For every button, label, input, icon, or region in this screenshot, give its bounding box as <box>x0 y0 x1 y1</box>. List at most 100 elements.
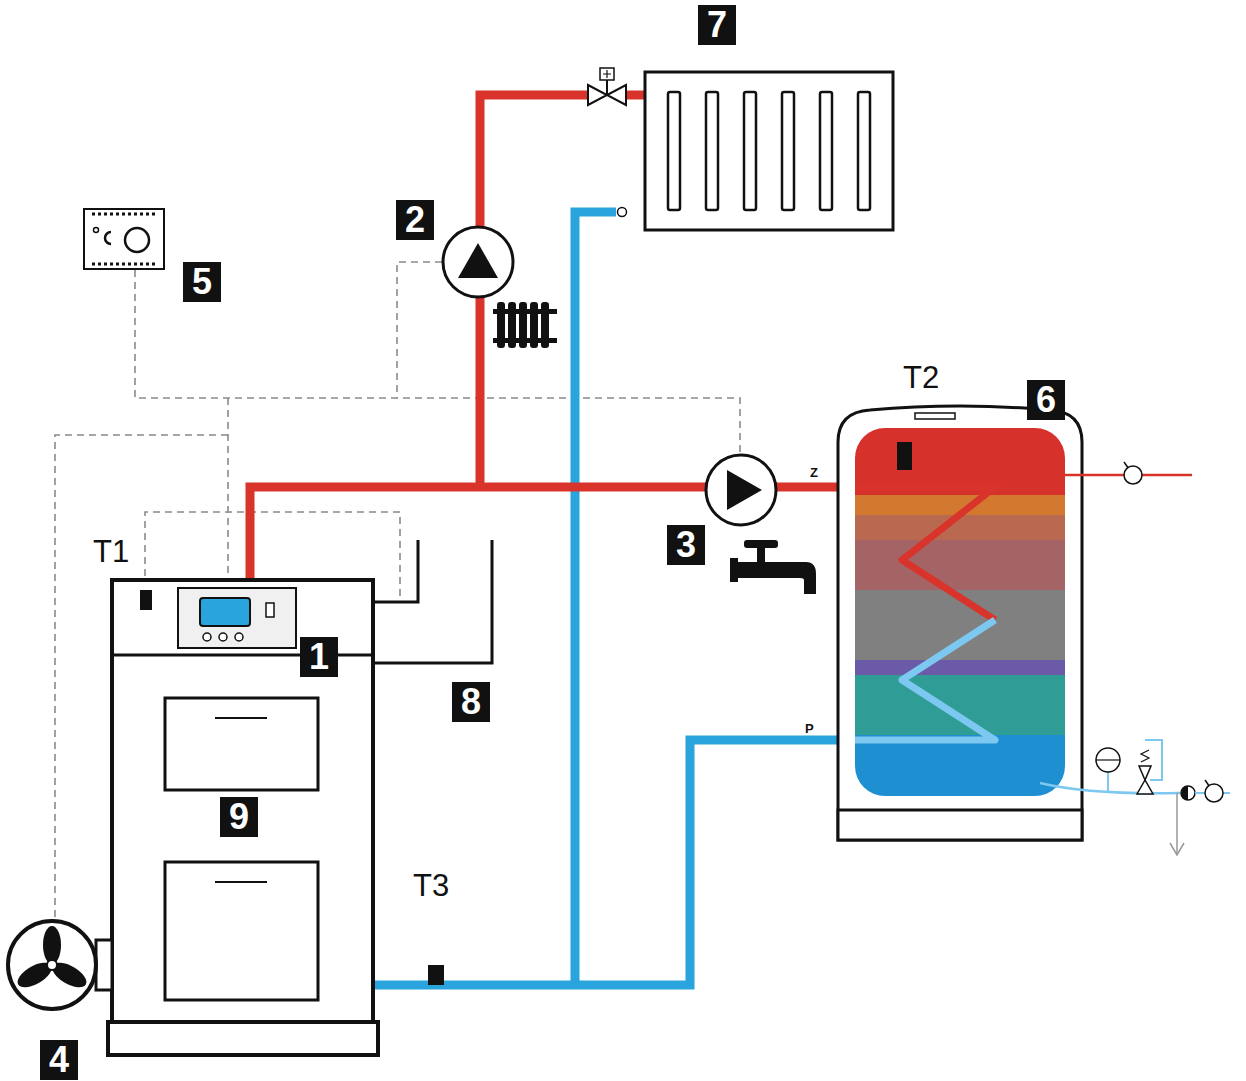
callout-text: 6 <box>1036 382 1056 418</box>
boiler-door <box>165 862 318 1000</box>
callout-number: 5 <box>183 262 221 302</box>
layer <box>855 540 1065 590</box>
callout-text: 1 <box>309 639 329 675</box>
boiler <box>108 580 378 1055</box>
room-thermostat <box>84 209 164 269</box>
coil-cold <box>855 620 995 740</box>
fan-hub <box>47 960 57 970</box>
control-wire <box>397 262 442 398</box>
callout-number: 3 <box>667 525 705 565</box>
degree-mark <box>94 228 99 233</box>
fan-duct <box>96 940 112 990</box>
return-fitting <box>618 208 627 217</box>
flow-pipe <box>476 298 485 487</box>
callout-number: 7 <box>698 5 736 45</box>
radiator-icon <box>493 302 557 348</box>
tap-icon <box>730 540 816 594</box>
cold-water-line <box>1040 783 1180 793</box>
callout-text: 2 <box>405 202 425 238</box>
sensor-label: T2 <box>903 362 939 393</box>
drain-line <box>1176 793 1178 855</box>
layer-cold <box>855 735 1065 796</box>
hot-water-cylinder <box>838 406 1082 840</box>
control-panel <box>178 588 296 648</box>
thermostat-dial <box>125 228 149 252</box>
expansion-vessel <box>1096 748 1120 772</box>
callout-number: 6 <box>1027 380 1065 420</box>
pump-circle <box>443 227 513 297</box>
vessel-pipe <box>1107 772 1109 793</box>
boiler-base <box>108 1022 378 1055</box>
control-wire <box>135 270 740 455</box>
door-handle <box>215 881 267 883</box>
callout-number: 4 <box>40 1040 78 1080</box>
callout-number: 9 <box>220 797 258 837</box>
water-connections <box>1040 462 1230 855</box>
callout-number: 2 <box>396 200 434 240</box>
layer <box>855 675 1065 735</box>
callout-text: 4 <box>49 1042 69 1078</box>
controller-button <box>235 633 243 641</box>
tap-body <box>736 562 790 578</box>
fan-blade <box>43 926 61 964</box>
thermostat-ticks <box>92 214 156 264</box>
callout-text: 9 <box>229 799 249 835</box>
radiator <box>588 68 893 230</box>
temperature-sensor <box>140 590 152 610</box>
sensor-label: T3 <box>413 870 449 901</box>
radiator-fin <box>706 92 718 210</box>
hot-water-valve <box>1124 466 1142 484</box>
callout-text: 5 <box>192 264 212 300</box>
radiator-fin <box>668 92 680 210</box>
pump-circle <box>706 455 776 525</box>
check-valve-fill <box>1181 786 1188 800</box>
pump-arrow <box>727 470 762 510</box>
radiator-fin <box>782 92 794 210</box>
pipe-stub <box>373 540 418 602</box>
callout-number: 1 <box>300 637 338 677</box>
tap-handle <box>744 540 778 548</box>
coil-hot <box>855 487 995 620</box>
callout-text: 3 <box>676 527 696 563</box>
check-valve <box>1181 786 1195 800</box>
sensor-label: T1 <box>93 536 129 567</box>
cold-water-valve <box>1205 784 1223 802</box>
cylinder-pump <box>706 455 776 525</box>
degree-mark <box>105 232 111 244</box>
icon-fin <box>508 302 516 348</box>
return-pipe <box>373 740 857 985</box>
boiler-door <box>165 698 318 790</box>
safety-valve <box>1137 780 1153 794</box>
radiator-fin <box>858 92 870 210</box>
icon-fin <box>497 302 505 348</box>
temperature-sensor <box>897 442 912 470</box>
cylinder-base <box>838 810 1082 840</box>
callout-text: 7 <box>707 7 727 43</box>
pump-arrow <box>458 243 498 278</box>
radiator-fin <box>744 92 756 210</box>
callout-text: 8 <box>461 684 481 720</box>
callout-number: 8 <box>452 682 490 722</box>
boiler-body <box>112 580 373 1022</box>
temperature-layers <box>855 428 1065 796</box>
valve-spring <box>1141 750 1149 762</box>
cylinder-flange <box>915 413 955 419</box>
valve-head-mark <box>603 70 611 78</box>
heating-pump <box>443 227 513 297</box>
drain-arrow <box>1170 843 1184 855</box>
vessel-membrane <box>1096 759 1120 760</box>
tap-flange <box>730 558 738 582</box>
tap-spout <box>788 562 816 594</box>
temperature-sensor <box>428 965 444 985</box>
controller-switch <box>266 603 274 617</box>
return-pipe <box>575 212 616 985</box>
valve-head <box>600 68 614 80</box>
controller-screen <box>200 598 250 626</box>
radiator-fin <box>820 92 832 210</box>
tap-stem <box>757 546 765 564</box>
controller-button <box>203 633 211 641</box>
port-label: Z <box>808 466 820 479</box>
pipe-stub <box>373 540 492 663</box>
